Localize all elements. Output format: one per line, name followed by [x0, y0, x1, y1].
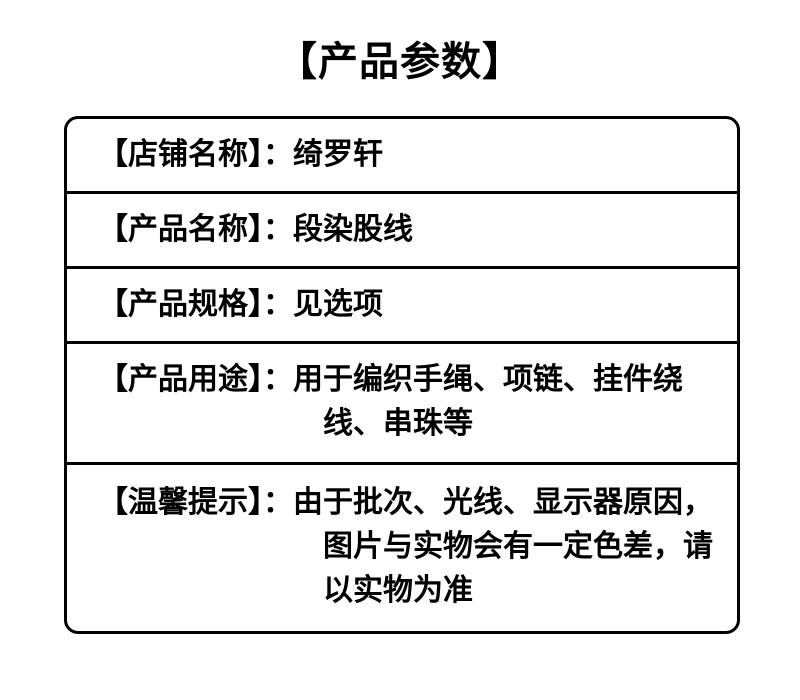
spec-separator: ： [263, 288, 293, 321]
page-title: 【产品参数】 [277, 40, 523, 84]
spec-line: 【产品名称】：段染股线 [67, 194, 737, 266]
spec-label: 【温馨提示】 [98, 486, 263, 519]
spec-line: 【店铺名称】：绮罗轩 [67, 119, 737, 191]
table-row: 【产品用途】：用于编织手绳、项链、挂件绕线、串珠等 [67, 344, 737, 465]
spec-label: 【产品用途】 [98, 363, 263, 396]
table-row: 【产品规格】：见选项 [67, 269, 737, 344]
spec-value: 由于批次、光线、显示器原因，图片与实物会有一定色差，请以实物为准 [293, 486, 713, 607]
spec-separator: ： [263, 363, 293, 396]
spec-label: 【产品规格】 [98, 288, 263, 321]
spec-label: 【店铺名称】 [98, 138, 263, 171]
spec-separator: ： [263, 486, 293, 519]
spec-value: 段染股线 [293, 213, 413, 246]
spec-value: 见选项 [293, 288, 383, 321]
spec-line: 【产品用途】：用于编织手绳、项链、挂件绕线、串珠等 [67, 344, 737, 462]
spec-table: 【店铺名称】：绮罗轩 【产品名称】：段染股线 【产品规格】：见选项 【产品用途】… [64, 116, 740, 634]
table-row: 【店铺名称】：绮罗轩 [67, 119, 737, 194]
spec-label: 【产品名称】 [98, 213, 263, 246]
spec-line: 【产品规格】：见选项 [67, 269, 737, 341]
table-row: 【产品名称】：段染股线 [67, 194, 737, 269]
spec-separator: ： [263, 138, 293, 171]
spec-line: 【温馨提示】：由于批次、光线、显示器原因，图片与实物会有一定色差，请以实物为准 [67, 465, 737, 631]
table-row: 【温馨提示】：由于批次、光线、显示器原因，图片与实物会有一定色差，请以实物为准 [67, 465, 737, 631]
spec-value: 用于编织手绳、项链、挂件绕线、串珠等 [293, 363, 683, 440]
spec-value: 绮罗轩 [293, 138, 383, 171]
spec-separator: ： [263, 213, 293, 246]
